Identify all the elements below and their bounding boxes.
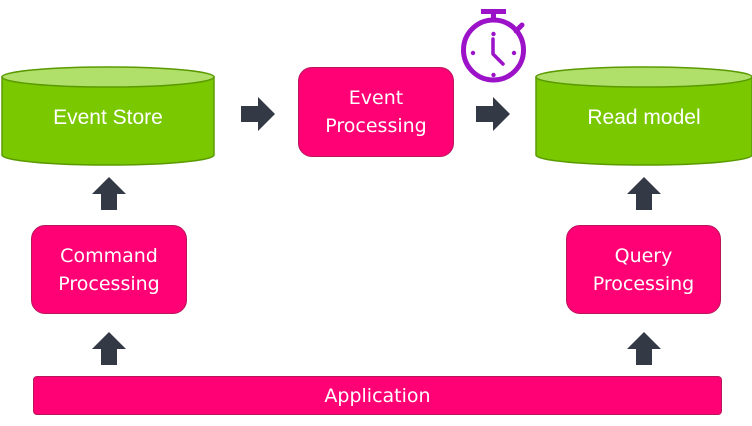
read-model-cylinder[interactable] (535, 66, 752, 166)
query-processing-box[interactable]: Query Processing (566, 225, 721, 314)
event-processing-label-line1: Event (348, 87, 404, 109)
arrow-up-icon (627, 332, 661, 365)
arrow-up-icon (92, 177, 126, 210)
query-processing-label-line2: Processing (592, 272, 695, 295)
application-bar[interactable]: Application (33, 376, 722, 415)
event-processing-box[interactable]: Event Processing (298, 67, 454, 157)
read-model-label: Read model (587, 106, 701, 129)
stopwatch-icon (461, 9, 526, 83)
event-store-label: Event Store (53, 106, 163, 129)
arrow-up-icon (627, 177, 661, 210)
application-label: Application (324, 384, 431, 407)
command-processing-label-line1: Command (60, 244, 158, 267)
arrow-right-icon (241, 97, 275, 131)
arrow-right-icon (476, 97, 510, 131)
command-processing-label-line2: Processing (58, 272, 160, 295)
command-processing-box[interactable]: Command Processing (31, 225, 187, 314)
event-processing-label-line2: Processing (325, 115, 427, 137)
query-processing-label-line1: Query (614, 244, 673, 267)
event-store-cylinder[interactable] (1, 66, 215, 166)
arrow-up-icon (92, 332, 126, 365)
